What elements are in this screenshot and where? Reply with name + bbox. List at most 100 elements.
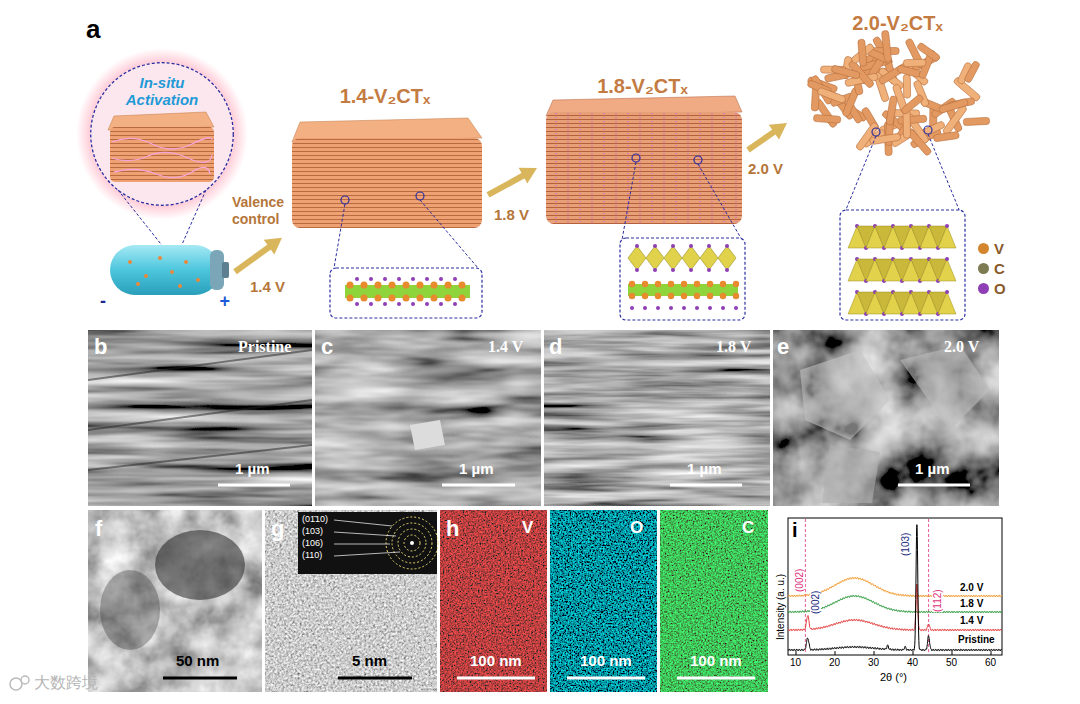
scale-bar-label: 1 µm <box>235 460 270 477</box>
atom-o <box>425 302 429 306</box>
battery-illustration <box>144 274 148 278</box>
sem-panels <box>900 345 990 430</box>
nanorod <box>933 131 959 142</box>
nanorod <box>900 94 924 115</box>
atom-v <box>459 295 466 302</box>
stack-illustration <box>330 268 482 318</box>
element-label: C <box>742 518 754 538</box>
atom-v <box>720 281 726 287</box>
stack-illustration <box>620 238 745 320</box>
peak-label: (002) <box>794 569 805 592</box>
nanorod <box>938 98 968 113</box>
curve-label: 2.0 V <box>960 582 983 593</box>
battery-illustration <box>110 245 220 295</box>
edge-label: 2.0 V <box>748 160 783 177</box>
atom-o <box>671 268 675 272</box>
condition-tag: 1.8 V <box>716 338 751 356</box>
process-arrow <box>488 175 525 195</box>
panel-letter: d <box>549 334 562 360</box>
atom-o <box>671 244 675 248</box>
peak-label: (002) <box>810 591 821 614</box>
stack-illustration <box>928 134 960 212</box>
stack-illustration <box>845 136 876 212</box>
battery-illustration <box>136 282 140 286</box>
axis-tick <box>835 651 836 655</box>
tem-panels <box>338 677 412 680</box>
panel-letter: h <box>446 516 459 542</box>
xrd-chart <box>788 518 1002 655</box>
stack-illustration <box>807 30 990 156</box>
material-stage: 1.4-V₂CTₓ <box>285 85 485 320</box>
legend-label: C <box>994 260 1005 277</box>
stack-illustration <box>334 204 345 268</box>
axis-tick <box>913 651 914 655</box>
battery-illustration <box>110 245 229 295</box>
atom-v <box>361 295 368 302</box>
atom-v <box>431 295 438 302</box>
atom-o <box>945 224 949 228</box>
battery-illustration <box>184 260 188 264</box>
octahedron <box>938 226 956 248</box>
nanorod <box>886 96 898 126</box>
material-stage: 2.0-V₂CTₓ <box>790 12 1005 327</box>
stack-illustration <box>924 126 932 134</box>
atom-v <box>668 293 674 299</box>
process-label: Valence control <box>232 194 296 228</box>
zoom-illustration <box>114 167 210 177</box>
atom-o <box>383 277 387 281</box>
atom-o <box>656 306 660 310</box>
atom-o <box>397 277 401 281</box>
sem-panels <box>773 330 999 506</box>
atom-o <box>734 306 738 310</box>
nanorod <box>858 39 867 66</box>
diffraction-ring-label: (01̄10) <box>302 514 328 524</box>
panel-letter: f <box>95 516 102 542</box>
axis-title: Intensity (a. u.) <box>775 574 786 640</box>
tick-label: 40 <box>907 657 918 668</box>
atom-o <box>383 302 387 306</box>
tick-label: 10 <box>790 657 801 668</box>
octahedron <box>664 246 682 270</box>
panel-letter: e <box>777 334 789 360</box>
condition-tag: 1.4 V <box>488 338 523 356</box>
nanorod <box>903 59 926 67</box>
atom-o <box>630 306 634 310</box>
legend-label: V <box>994 240 1004 257</box>
eds-maps <box>567 677 645 680</box>
scale-bar-label: 1 µm <box>459 460 494 477</box>
atom-o <box>369 302 373 306</box>
atom-v <box>417 295 424 302</box>
sem-panels <box>315 330 541 506</box>
stack-illustration <box>341 196 349 204</box>
sem-panels <box>822 445 880 503</box>
atom-v <box>347 282 354 289</box>
tem-panels <box>155 530 245 600</box>
atom-v <box>707 281 713 287</box>
octahedron <box>938 292 956 314</box>
arrow-head <box>769 123 787 140</box>
eds-maps <box>550 510 657 692</box>
battery-illustration <box>210 250 224 290</box>
atom-o <box>643 306 647 310</box>
process-arrow <box>748 131 776 150</box>
atom-v <box>375 295 382 302</box>
atom-v <box>417 282 424 289</box>
legend-swatch <box>978 283 989 294</box>
circle-outline-path <box>91 63 234 206</box>
edge-label: 1.8 V <box>494 206 529 223</box>
nanorod <box>898 115 927 124</box>
scale-bar-label: 100 nm <box>470 652 522 669</box>
atom-v <box>720 293 726 299</box>
atom-o <box>453 277 457 281</box>
sem-panels <box>442 484 515 487</box>
axis-tick <box>874 651 875 655</box>
tem-panels <box>404 535 420 551</box>
atom-v <box>431 282 438 289</box>
eds-maps <box>660 510 768 692</box>
stack-illustration <box>848 224 956 316</box>
tem-panels <box>334 552 400 556</box>
battery-illustration <box>158 256 162 260</box>
process-arrow <box>235 246 271 272</box>
tick-label: 60 <box>985 657 996 668</box>
